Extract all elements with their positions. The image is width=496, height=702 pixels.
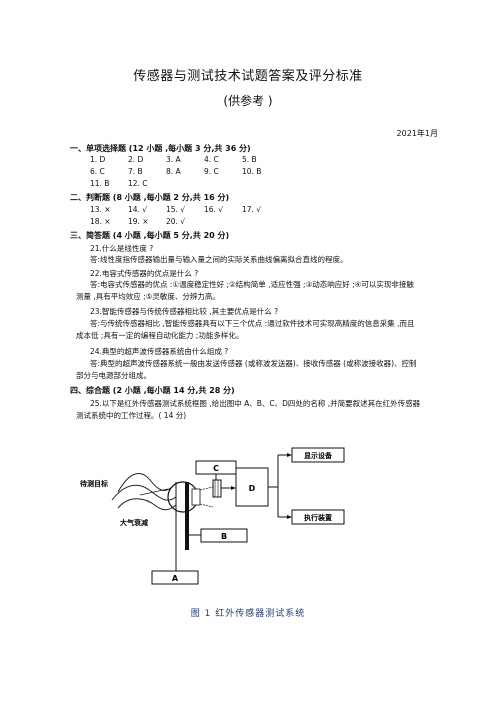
figure-caption: 图 1 红外传感器测试系统	[190, 609, 306, 619]
answer-item: 13. ×	[90, 205, 111, 214]
answer-21: 答:线性度指传感器输出量与输入量之间的实际关系曲线偏离拟合直线的程度。	[90, 255, 348, 264]
answer-item: 2. D	[128, 155, 144, 164]
answer-item: 4. C	[204, 155, 219, 164]
box-actuator	[291, 509, 345, 525]
answer-item: 14. √	[128, 205, 148, 214]
question-24: 24.典型的超声波传感器系统由什么组成 ?	[90, 347, 229, 356]
label-target: 待测目标	[80, 479, 108, 488]
answer-23: 答:与传统传感器相比 ,智能传感器具有以下三个优点 :通过软件技术可实现高精度的…	[76, 319, 415, 340]
answer-row: 11. B 12. C	[90, 179, 166, 188]
answer-item: 6. C	[90, 167, 105, 176]
answer-item: 8. A	[166, 167, 181, 176]
radiation-wave	[117, 498, 177, 511]
answer-row: 18. × 19. × 20. √	[90, 217, 204, 226]
chopper-bar	[185, 482, 189, 550]
question-25: 25.以下是红外传感器测试系统框图 ,给出图中 A、B、C、D四处的名称 ,并简…	[76, 399, 421, 420]
answer-item: 10. B	[242, 167, 262, 176]
answer-item: 17. √	[242, 205, 262, 214]
answer-item: 11. B	[90, 179, 110, 188]
answer-item: 19. ×	[128, 217, 149, 226]
document-subtitle: (供参考 )	[223, 94, 273, 108]
box-d	[235, 467, 269, 507]
answer-item: 12. C	[128, 179, 148, 188]
answer-row: 1. D 2. D 3. A 4. C 5. B	[90, 155, 280, 164]
answer-row: 13. × 14. √ 15. √ 16. √ 17. √	[90, 205, 280, 214]
box-b-label: B	[221, 532, 227, 541]
answer-item: 5. B	[242, 155, 257, 164]
detector	[212, 479, 222, 498]
box-a-label: A	[172, 574, 179, 583]
question-21: 21.什么是线性度 ?	[90, 244, 154, 253]
answer-item: 7. B	[128, 167, 143, 176]
answer-24: 答:典型的超声波传感器系统一般由发送传感器 (或称波发送器)、接收传感器 (或称…	[76, 359, 417, 380]
radiation-wave	[117, 473, 173, 493]
document-title: 传感器与测试技术试题答案及评分标准	[133, 69, 363, 84]
section-heading-comprehensive: 四、综合题 (2 小题 ,每小题 14 分,共 28 分)	[70, 386, 235, 395]
section-heading-short-answer: 三、简答题 (4 小题 ,每小题 5 分,共 20 分)	[70, 231, 230, 240]
answer-item: 15. √	[166, 205, 186, 214]
box-a	[151, 570, 199, 585]
answer-item: 20. √	[166, 217, 186, 226]
box-display	[291, 447, 345, 463]
box-d-label: D	[249, 484, 256, 493]
answer-item: 18. ×	[90, 217, 111, 226]
answer-row: 6. C 7. B 8. A 9. C 10. B	[90, 167, 280, 176]
answer-22: 答:电容式传感器的优点 :①温度稳定性好 ;②结构简单 ,适应性强 ;③动态响应…	[76, 280, 414, 301]
section-heading-judgement: 二、判断题 (8 小题 ,每小题 2 分,共 16 分)	[70, 193, 230, 202]
box-c-label: C	[213, 464, 219, 473]
answer-item: 3. A	[166, 155, 181, 164]
box-actuator-label: 执行装置	[304, 513, 332, 522]
box-display-label: 显示设备	[304, 451, 333, 460]
question-22: 22.电容式传感器的优点是什么 ?	[90, 269, 199, 278]
section-heading-choice: 一、单项选择题 (12 小题 ,每小题 3 分,共 36 分)	[70, 144, 251, 153]
label-atmosphere: 大气衰减	[120, 518, 148, 527]
answer-item: 1. D	[90, 155, 106, 164]
question-23: 23.智能传感器与传统传感器相比较 ,其主要优点是什么 ?	[90, 307, 279, 316]
answer-item: 16. √	[204, 205, 224, 214]
document-date: 2021年1月	[396, 129, 438, 138]
answer-item: 9. C	[204, 167, 219, 176]
radiation-wave	[111, 484, 177, 501]
